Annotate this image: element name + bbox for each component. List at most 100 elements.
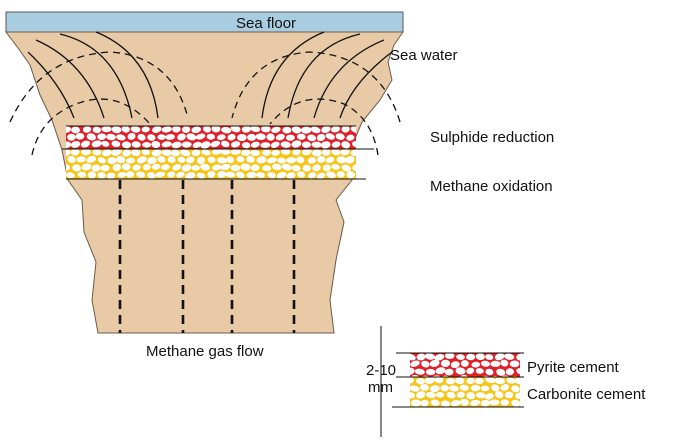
cement-grain: [460, 398, 470, 406]
cement-grain: [220, 149, 231, 155]
cement-grain: [302, 149, 312, 156]
cement-grain: [494, 377, 506, 385]
cement-grain: [186, 156, 195, 164]
cement-grain: [142, 142, 152, 148]
cement-grain: [321, 149, 331, 156]
cement-grain: [130, 126, 141, 133]
cement-grain: [151, 149, 162, 157]
cement-grain: [217, 134, 226, 141]
cement-grain: [176, 171, 185, 178]
cement-grain: [225, 171, 236, 178]
cement-grain: [292, 149, 301, 156]
methane-gas-flow-label: Methane gas flow: [146, 343, 264, 360]
cement-grain: [320, 141, 331, 149]
cement-grain: [82, 126, 92, 133]
cement-grain: [466, 392, 476, 400]
cement-grain: [152, 126, 162, 133]
cement-grain: [182, 126, 191, 133]
cement-grain: [500, 399, 510, 406]
cement-grain: [352, 164, 356, 172]
cement-grain: [260, 142, 271, 148]
cement-grain: [236, 156, 245, 163]
cement-grain: [87, 171, 96, 179]
cement-grain: [67, 155, 76, 163]
cement-grain: [207, 170, 216, 178]
cement-grain: [415, 378, 425, 385]
cement-grain: [106, 133, 116, 141]
cement-grain: [410, 353, 416, 361]
cement-grain: [195, 133, 206, 140]
cement-grain: [414, 368, 425, 375]
cement-grain: [331, 164, 341, 170]
cement-grain: [200, 163, 210, 171]
cement-grain: [494, 353, 505, 361]
cement-grain: [341, 126, 350, 133]
cement-grain: [271, 149, 280, 156]
cement-grain: [296, 133, 306, 140]
cement-grain: [491, 384, 500, 392]
cement-grain: [185, 172, 196, 179]
cement-grain: [240, 163, 251, 171]
pyrite-grains: [66, 126, 356, 149]
cement-grain: [444, 353, 455, 359]
cement-grain: [355, 155, 367, 164]
cement-grain: [262, 149, 271, 156]
cement-grain: [449, 385, 459, 392]
cement-grain: [101, 126, 112, 133]
cement-grain: [286, 156, 297, 164]
cement-grain: [217, 170, 226, 178]
cement-grain: [81, 163, 92, 171]
cement-grain: [456, 354, 465, 360]
cement-grain: [322, 164, 331, 172]
cement-grain: [71, 126, 80, 134]
cement-grain: [285, 134, 295, 141]
cement-grain: [81, 149, 91, 156]
cement-grain: [92, 126, 102, 134]
cement-grain: [341, 141, 351, 149]
cement-grain: [302, 164, 311, 172]
cement-grain: [270, 141, 280, 148]
cement-grain: [335, 133, 345, 140]
sediment-column: [5, 31, 404, 334]
cement-grain: [146, 157, 157, 165]
carbonite-cement-label: Carbonite cement: [527, 386, 646, 403]
cement-grain: [425, 368, 436, 376]
cement-grain: [316, 172, 326, 179]
cement-grain: [346, 171, 356, 179]
cement-grain: [86, 133, 96, 141]
cement-grain: [485, 368, 494, 376]
cement-grain: [177, 156, 186, 163]
legend: 2-10 mm Pyrite cement Carbonite cement: [366, 326, 646, 437]
cement-grain: [216, 157, 228, 164]
cement-grain: [331, 149, 341, 156]
cement-grain: [280, 141, 291, 148]
cement-grain: [236, 171, 245, 179]
cement-grain: [172, 164, 182, 171]
cement-grain: [410, 367, 415, 376]
cement-grain: [341, 164, 351, 172]
cement-grain: [177, 133, 186, 141]
cement-grain: [111, 149, 122, 156]
cement-grain: [511, 385, 520, 393]
cement-grain: [261, 165, 272, 172]
cement-grain: [181, 141, 192, 148]
cement-grain: [246, 155, 255, 163]
cement-grain: [421, 360, 430, 368]
cement-grain: [97, 172, 106, 179]
cement-grain: [131, 141, 141, 148]
cement-grain: [317, 155, 326, 163]
cement-grain: [75, 133, 85, 140]
cement-grain: [281, 149, 291, 155]
cement-grain: [121, 126, 130, 133]
cement-grain: [211, 126, 221, 133]
cement-grain: [494, 391, 504, 399]
cement-grain: [100, 164, 110, 172]
cement-grain: [330, 126, 341, 133]
cement-grain: [266, 157, 277, 164]
cement-grain: [71, 149, 80, 156]
thickness-unit-label: mm: [368, 379, 393, 396]
cement-grain: [207, 156, 216, 163]
cement-grain: [66, 172, 75, 179]
cement-grain: [350, 149, 356, 157]
